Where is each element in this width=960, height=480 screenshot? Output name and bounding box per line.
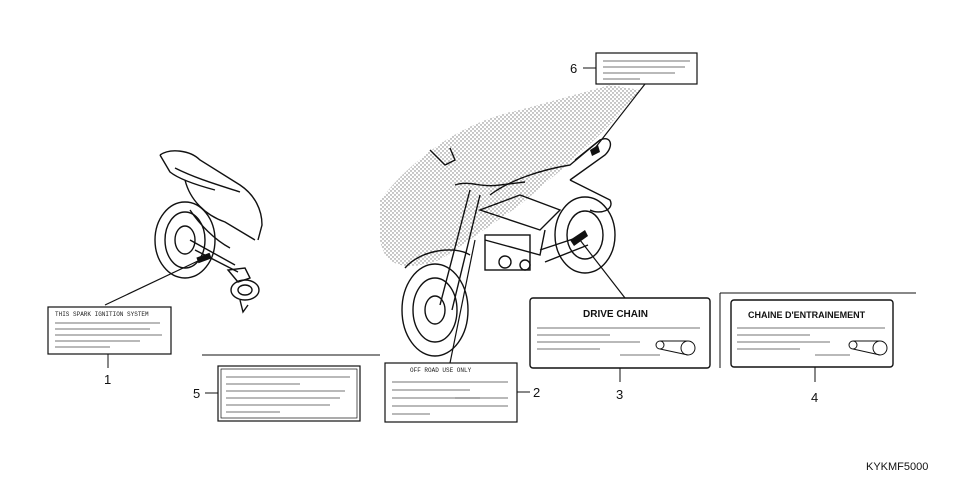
callout-6: 6 bbox=[570, 61, 577, 76]
callout-1: 1 bbox=[104, 372, 111, 387]
leader-line-6 bbox=[591, 83, 646, 153]
chain-diagram-icon bbox=[848, 340, 888, 356]
label-6 bbox=[595, 52, 698, 85]
label-1-header-text: THIS SPARK IGNITION SYSTEM bbox=[55, 311, 149, 318]
label-1-ignition-system: THIS SPARK IGNITION SYSTEM bbox=[47, 306, 172, 355]
callout-4: 4 bbox=[811, 390, 818, 405]
callout-3: 3 bbox=[616, 387, 623, 402]
motorcycle-rear-illustration bbox=[154, 150, 263, 314]
leader-line-3 bbox=[579, 239, 626, 299]
callout-2: 2 bbox=[533, 385, 540, 400]
callout-5: 5 bbox=[193, 386, 200, 401]
label-4-header-text: CHAINE D'ENTRAINEMENT bbox=[748, 310, 866, 320]
leader-line-2 bbox=[449, 239, 476, 364]
label-2-header-text: OFF ROAD USE ONLY bbox=[410, 367, 472, 374]
diagram-code: KYKMF5000 bbox=[866, 461, 928, 473]
motorcycle-side-illustration bbox=[380, 85, 640, 357]
label-4-chaine-entrainement: CHAINE D'ENTRAINEMENT bbox=[730, 299, 894, 368]
label-3-drive-chain: DRIVE CHAIN bbox=[529, 297, 711, 369]
label-3-header-text: DRIVE CHAIN bbox=[583, 309, 648, 320]
label-2-off-road: OFF ROAD USE ONLY bbox=[384, 362, 518, 423]
label-5 bbox=[217, 365, 361, 422]
leader-line-1 bbox=[104, 259, 201, 306]
chain-diagram-icon bbox=[655, 340, 696, 356]
